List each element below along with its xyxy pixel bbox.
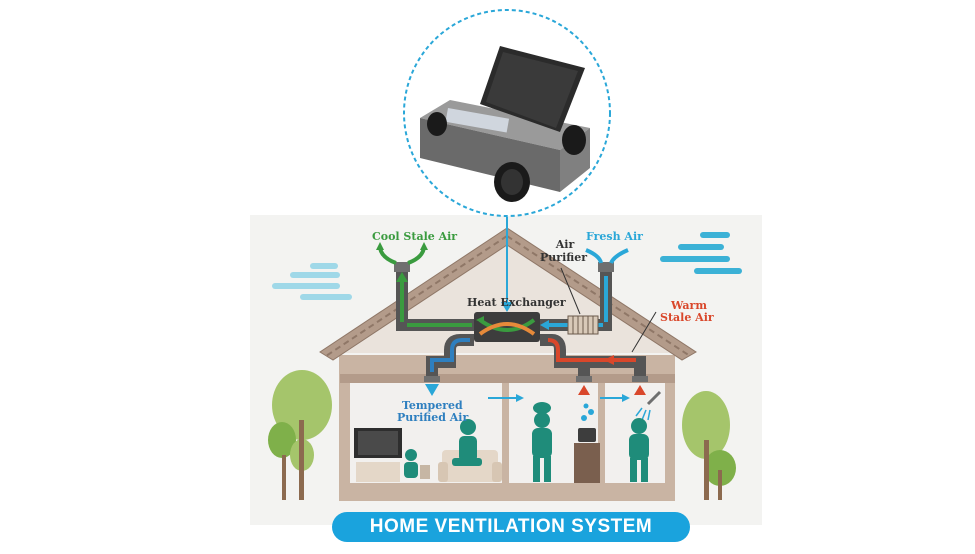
tree-icon-right bbox=[682, 391, 736, 500]
roof-vent-left bbox=[394, 262, 410, 272]
cloud-icon-right bbox=[660, 232, 742, 274]
roof-vent-right bbox=[598, 262, 614, 272]
attic-floor bbox=[340, 374, 675, 383]
tv-icon bbox=[354, 428, 402, 482]
label-warm-stale-air-1: Warm bbox=[671, 299, 707, 312]
stove-pot-icon bbox=[574, 403, 600, 483]
house-floor bbox=[339, 483, 675, 501]
person-sitting-icon bbox=[452, 419, 482, 466]
arrow-tempered-in bbox=[425, 384, 439, 396]
label-tempered-air-2: Purified Air bbox=[397, 411, 469, 424]
tree-icon-left bbox=[268, 370, 332, 500]
page-title: HOME VENTILATION SYSTEM bbox=[369, 516, 653, 537]
label-warm-stale-air-2: Stale Air bbox=[660, 311, 714, 324]
label-fresh-air: Fresh Air bbox=[586, 230, 643, 243]
cloud-icon-left bbox=[272, 263, 352, 300]
heat-exchanger bbox=[474, 312, 540, 342]
roof-tiles bbox=[506, 235, 691, 357]
shower-head-icon bbox=[635, 390, 662, 421]
ventilation-unit-icon bbox=[420, 46, 590, 202]
label-tempered-air-1: Tempered bbox=[402, 399, 463, 412]
warm-pointer bbox=[631, 311, 657, 353]
air-purifier bbox=[567, 315, 599, 335]
room-divider-2 bbox=[598, 383, 605, 483]
arrow-fresh-in bbox=[585, 248, 603, 264]
label-cool-stale-air: Cool Stale Air bbox=[372, 230, 458, 243]
label-heat-exchanger: Heat Exchanger bbox=[467, 296, 566, 309]
label-air-purifier-2: Purifier bbox=[540, 251, 588, 264]
chef-icon bbox=[532, 402, 552, 482]
arrow-warm-up bbox=[578, 385, 590, 395]
roof-tiles bbox=[325, 235, 508, 357]
child-icon bbox=[404, 449, 430, 479]
person-shower-icon bbox=[629, 418, 649, 482]
title-banner: HOME VENTILATION SYSTEM bbox=[332, 512, 690, 542]
label-air-purifier-1: Air bbox=[555, 238, 575, 251]
room-divider-1 bbox=[502, 383, 509, 483]
purifier-pointer bbox=[560, 267, 581, 315]
